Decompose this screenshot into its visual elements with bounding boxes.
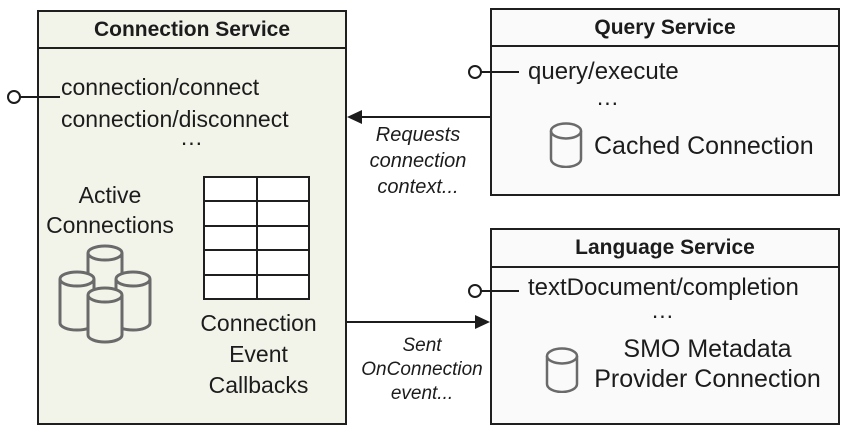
table-cell bbox=[205, 226, 256, 250]
sent-onconnection-event-label: Sent OnConnection event... bbox=[361, 335, 483, 404]
table-cell bbox=[257, 275, 308, 298]
callbacks-table bbox=[203, 176, 310, 300]
table-cell bbox=[205, 178, 256, 201]
cached-connection-database-icon bbox=[549, 122, 583, 168]
query-service-box: Query Service bbox=[490, 8, 840, 196]
method-textdocument-completion: textDocument/completion bbox=[528, 274, 799, 301]
active-connections-cylinders-icon bbox=[58, 244, 152, 344]
table-cell bbox=[205, 202, 256, 225]
method-connection-connect: connection/connect bbox=[61, 74, 260, 100]
callbacks-label: Connection Event Callbacks bbox=[200, 310, 317, 398]
smo-database-icon bbox=[545, 347, 579, 393]
cached-connection-label: Cached Connection bbox=[594, 132, 814, 160]
table-cell bbox=[257, 178, 308, 201]
table-cell bbox=[205, 275, 256, 298]
connection-service-ellipsis: ... bbox=[180, 124, 204, 150]
language-service-title: Language Service bbox=[492, 230, 838, 268]
sent-onconnection-arrow bbox=[347, 315, 490, 329]
connection-service-title: Connection Service bbox=[39, 12, 345, 49]
query-service-ellipsis: ... bbox=[596, 84, 620, 110]
requests-connection-context-label: Requests connection context... bbox=[369, 124, 467, 198]
table-cell bbox=[205, 251, 256, 274]
table-cell bbox=[257, 226, 308, 250]
language-service-ellipsis: ... bbox=[651, 297, 675, 323]
smo-metadata-label: SMO Metadata Provider Connection bbox=[594, 335, 821, 393]
active-connections-label: Active Connections bbox=[46, 182, 174, 238]
table-cell bbox=[257, 251, 308, 274]
method-query-execute: query/execute bbox=[528, 58, 679, 85]
language-service-box: Language Service bbox=[490, 228, 840, 425]
query-service-title: Query Service bbox=[492, 10, 838, 47]
table-cell bbox=[257, 202, 308, 225]
method-connection-disconnect: connection/disconnect bbox=[61, 106, 289, 132]
